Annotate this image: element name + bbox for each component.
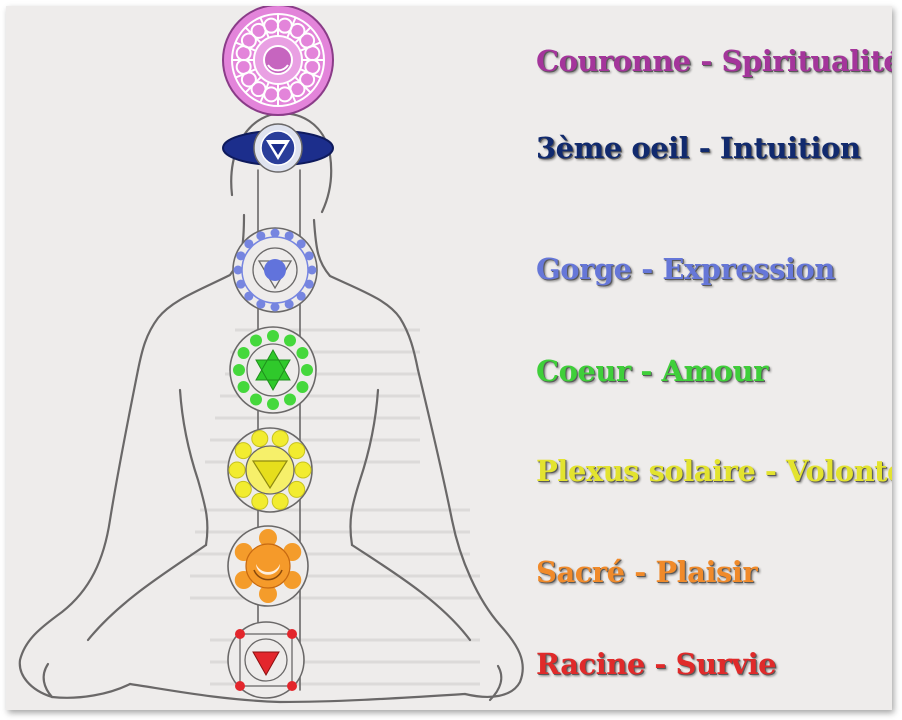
chakra-label-solar-plexus: Plexus solaire - Volonté (536, 454, 892, 488)
chakra-label-heart: Coeur - Amour (536, 354, 768, 388)
meditating-body-outline (18, 112, 524, 704)
chakra-label-throat: Gorge - Expression (536, 252, 835, 286)
chakra-label-root: Racine - Survie (536, 647, 777, 681)
chakra-label-crown: Couronne - Spiritualité (536, 44, 892, 78)
sacral-crescent-icon (227, 525, 309, 607)
chakra-label-sacral: Sacré - Plaisir (536, 555, 758, 589)
solar-triangle-icon (227, 427, 313, 513)
throat-lotus-icon (232, 227, 318, 313)
crown-lotus-icon (222, 6, 334, 116)
chakra-diagram: Couronne - Spiritualité 3ème oeil - Intu… (6, 6, 892, 710)
root-triangle-icon (227, 621, 305, 699)
heart-star-icon (229, 326, 317, 414)
chakra-label-third-eye: 3ème oeil - Intuition (536, 131, 861, 165)
third-eye-icon (222, 123, 334, 173)
chakra-figure (18, 6, 524, 704)
